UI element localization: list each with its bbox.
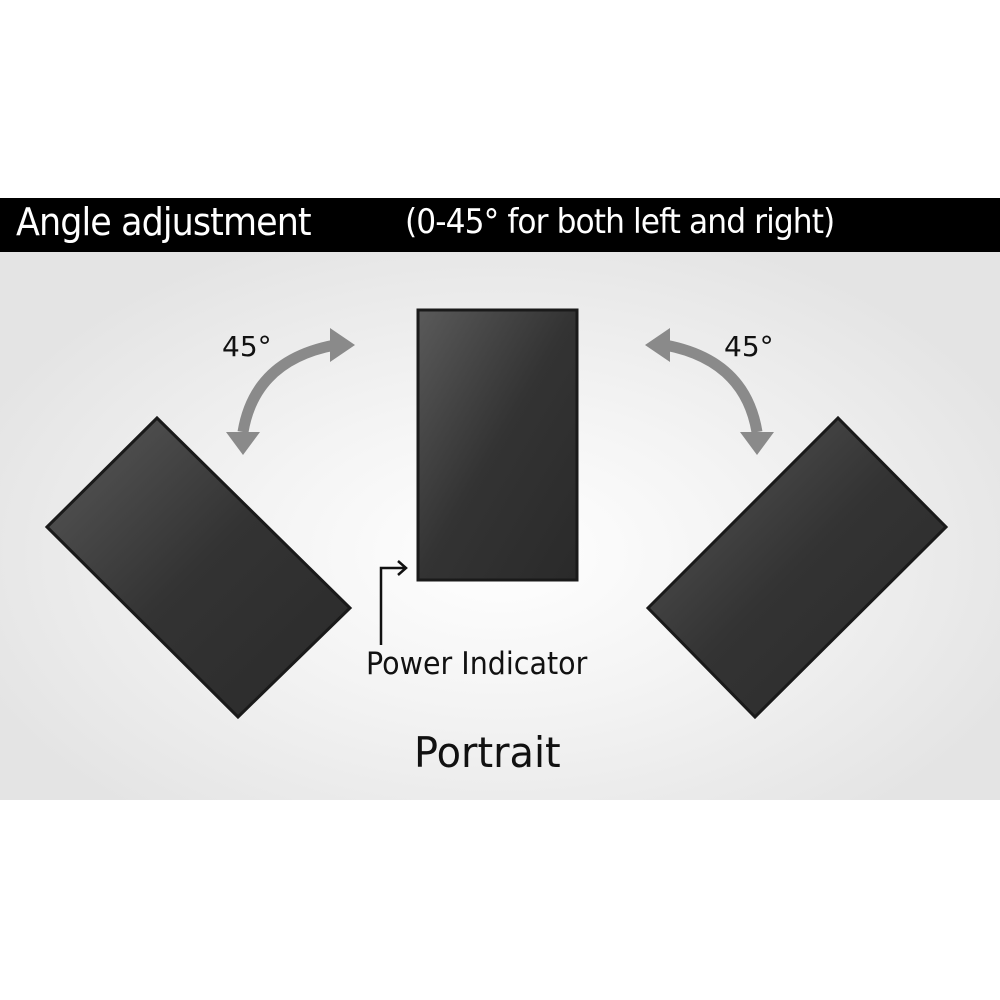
orientation-label: Portrait <box>414 728 561 777</box>
title-note: (0-45° for both left and right) <box>405 202 835 242</box>
power-indicator-label: Power Indicator <box>366 646 588 682</box>
angle-label-right: 45° <box>724 330 774 363</box>
rotate-arrow-right-icon <box>645 328 774 455</box>
display-tilted-left <box>44 415 353 720</box>
title-main: Angle adjustment <box>16 200 312 244</box>
power-indicator-pointer-icon <box>379 560 408 645</box>
title-banner: Angle adjustment (0-45° for both left an… <box>0 198 1000 252</box>
angle-label-left: 45° <box>222 330 272 363</box>
display-tilted-right <box>645 415 949 720</box>
display-portrait <box>416 308 579 582</box>
rotate-arrow-left-icon <box>226 328 355 455</box>
